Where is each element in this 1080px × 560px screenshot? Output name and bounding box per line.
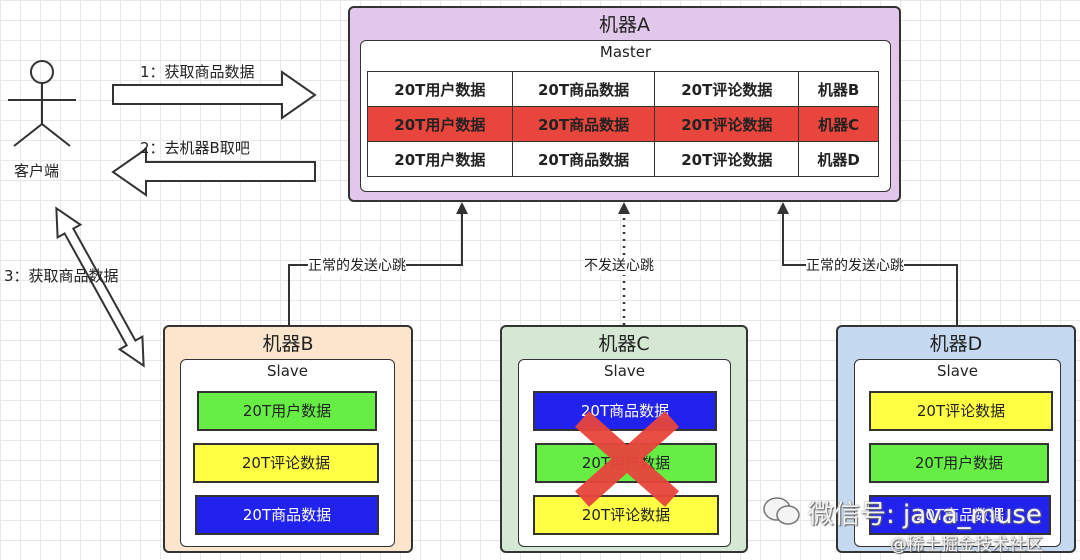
master-cell-data: 20T评论数据 bbox=[654, 141, 800, 177]
wechat-logo-icon bbox=[763, 497, 800, 525]
data-block: 20T评论数据 bbox=[869, 391, 1053, 431]
redirect-arrow-left bbox=[111, 147, 316, 197]
slave-inner-panel: Slave 20T用户数据 20T评论数据 20T商品数据 bbox=[180, 359, 395, 547]
slave-inner-title: Slave bbox=[937, 362, 978, 380]
master-cell-data: 20T用户数据 bbox=[367, 141, 513, 177]
slave-machine-d: 机器D Slave 20T评论数据 20T用户数据 20T商品数据 bbox=[836, 325, 1076, 553]
heartbeat-label-d: 正常的发送心跳 bbox=[806, 255, 904, 275]
heartbeat-label-b: 正常的发送心跳 bbox=[308, 255, 406, 275]
slave-machine-title: 机器C bbox=[598, 333, 650, 355]
master-cell-machine: 机器B bbox=[798, 71, 879, 107]
data-block: 20T评论数据 bbox=[193, 443, 379, 483]
master-inner-title: Master bbox=[599, 43, 652, 61]
slave-machine-b: 机器B Slave 20T用户数据 20T评论数据 20T商品数据 bbox=[163, 325, 413, 553]
client-label: 客户端 bbox=[14, 162, 60, 180]
master-cell-data: 20T用户数据 bbox=[367, 71, 513, 107]
client-to-machine-b-double-arrow bbox=[55, 206, 145, 368]
request-arrow-right bbox=[112, 70, 317, 120]
heartbeat-label-c: 不发送心跳 bbox=[584, 255, 654, 275]
master-cell-data: 20T用户数据 bbox=[367, 106, 513, 142]
data-block: 20T商品数据 bbox=[533, 391, 717, 431]
step2-label: 2：去机器B取吧 bbox=[140, 139, 250, 157]
master-cell-data: 20T评论数据 bbox=[654, 71, 800, 107]
slave-machine-title: 机器B bbox=[262, 333, 314, 355]
master-machine-title: 机器A bbox=[599, 14, 650, 36]
slave-machine-c: 机器C Slave 20T商品数据 20T用户数据 20T评论数据 bbox=[500, 325, 748, 553]
slave-inner-title: Slave bbox=[604, 362, 645, 380]
watermark-wechat-id: 微信号: java_muse bbox=[808, 500, 1042, 530]
master-cell-machine: 机器C bbox=[798, 106, 879, 142]
step1-label: 1：获取商品数据 bbox=[140, 63, 255, 81]
data-block: 20T用户数据 bbox=[869, 443, 1049, 483]
slave-inner-panel: Slave 20T评论数据 20T用户数据 20T商品数据 bbox=[854, 359, 1061, 547]
data-block: 20T商品数据 bbox=[195, 495, 379, 535]
data-block: 20T评论数据 bbox=[533, 495, 719, 535]
data-block: 20T用户数据 bbox=[197, 391, 377, 431]
master-cell-data: 20T商品数据 bbox=[511, 106, 656, 142]
client-stick-figure-icon bbox=[8, 60, 76, 147]
watermark-community: @稀土掘金技术社区 bbox=[890, 535, 1043, 555]
step3-label: 3：获取商品数据 bbox=[4, 267, 119, 285]
master-cell-data: 20T商品数据 bbox=[511, 71, 656, 107]
data-block: 20T商品数据 bbox=[869, 495, 1051, 535]
master-cell-data: 20T商品数据 bbox=[511, 141, 656, 177]
master-cell-data: 20T评论数据 bbox=[654, 106, 800, 142]
master-cell-machine: 机器D bbox=[798, 141, 879, 177]
slave-inner-title: Slave bbox=[267, 362, 308, 380]
failure-cross-icon bbox=[575, 411, 679, 507]
slave-machine-title: 机器D bbox=[929, 333, 983, 355]
